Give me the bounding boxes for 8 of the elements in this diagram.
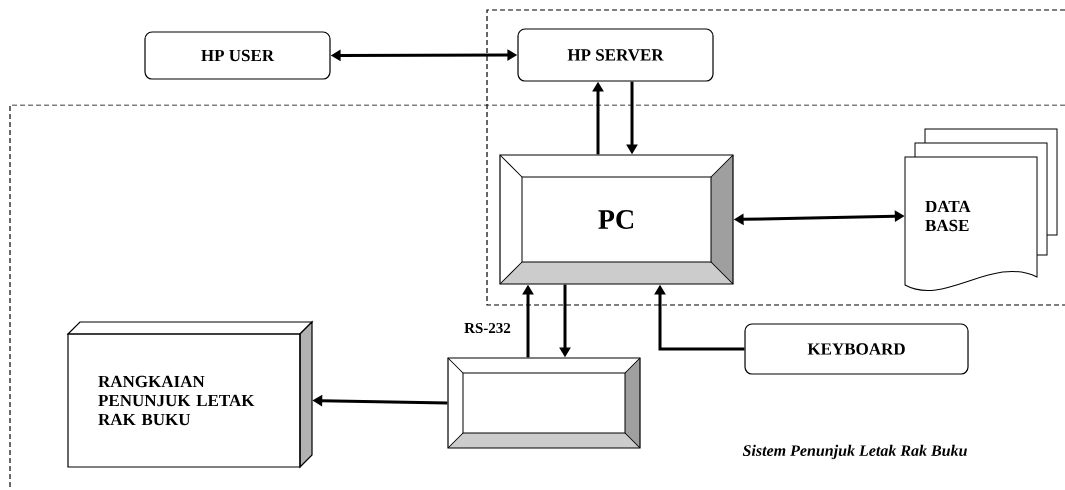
rounded-box: HP USER bbox=[144, 31, 331, 80]
document-stack: DATA BASE bbox=[904, 128, 1058, 291]
bevel-box bbox=[447, 357, 641, 449]
rounded-box: HP SERVER bbox=[517, 28, 714, 82]
bevel-box: PC bbox=[499, 154, 734, 285]
edge-label: RS-232 bbox=[463, 321, 512, 335]
caption: Sistem Penunjuk Letak Rak Buku bbox=[742, 444, 967, 460]
rounded-box: KEYBOARD bbox=[744, 323, 969, 375]
